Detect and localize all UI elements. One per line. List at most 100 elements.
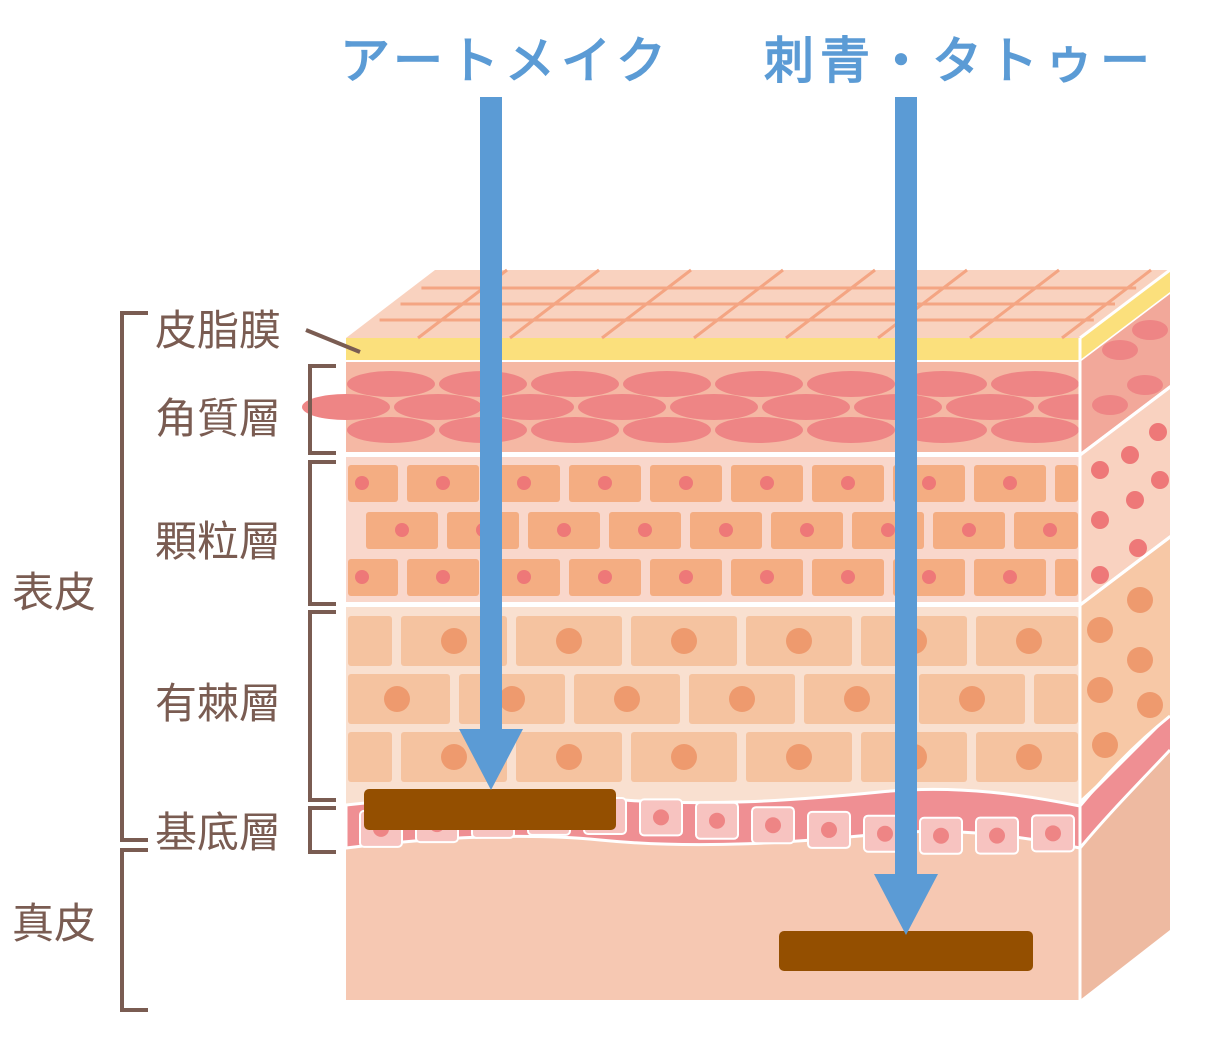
basale-label: 基底層 (155, 808, 281, 857)
corneum-cell (394, 394, 482, 420)
side-cell (1149, 423, 1167, 441)
granular-cell (1055, 559, 1078, 596)
side-cell (1132, 320, 1168, 340)
basal-nucleus (653, 809, 669, 826)
spinous-nucleus (729, 686, 755, 712)
corneum-cell (347, 417, 435, 443)
side-cell (1129, 539, 1147, 557)
sebum-pointer (305, 328, 361, 354)
granular-nucleus (436, 476, 450, 490)
sebum-label: 皮脂膜 (155, 306, 281, 355)
side-cell (1091, 511, 1109, 529)
spinous-cell (1034, 674, 1078, 724)
granulosum-bracket (308, 460, 336, 606)
corneum-cell (807, 371, 895, 397)
side-cell (1092, 732, 1118, 758)
spinous-nucleus (1016, 628, 1042, 654)
corneum-cell (670, 394, 758, 420)
side-face-cells (1087, 320, 1169, 758)
dermis-label: 真皮 (12, 899, 96, 948)
spinous-cell (348, 616, 392, 666)
granular-nucleus (922, 476, 936, 490)
granular-nucleus (1003, 570, 1017, 584)
spinous-nucleus (786, 628, 812, 654)
spinous-nucleus (786, 744, 812, 770)
granular-cell (348, 559, 398, 596)
granular-nucleus (841, 570, 855, 584)
granular-nucleus (598, 476, 612, 490)
corneum-cell (486, 394, 574, 420)
side-cell (1102, 340, 1138, 360)
corneum-cell (899, 417, 987, 443)
granular-nucleus (355, 570, 369, 584)
tattoo-pigment (779, 931, 1033, 971)
epidermis-label: 表皮 (12, 568, 96, 617)
skin-surface-grid (379, 268, 1152, 340)
granular-nucleus (1003, 476, 1017, 490)
corneum-cell (807, 417, 895, 443)
granular-nucleus (517, 570, 531, 584)
side-cell (1127, 647, 1153, 673)
corneum-cell (991, 371, 1079, 397)
spinous-nucleus (441, 744, 467, 770)
spinous-nucleus (556, 744, 582, 770)
corneum-cell (623, 371, 711, 397)
side-cell (1121, 446, 1139, 464)
side-dermis (1080, 750, 1170, 1000)
spinous-cell (348, 732, 392, 782)
spinosum-label: 有棘層 (155, 679, 281, 728)
corneum-cell (531, 417, 619, 443)
corneum-cell (991, 417, 1079, 443)
granular-nucleus (760, 476, 774, 490)
granular-nucleus (638, 523, 652, 537)
corneum-cell (715, 371, 803, 397)
spinous-nucleus (499, 686, 525, 712)
spinous-nucleus (614, 686, 640, 712)
granular-nucleus (881, 523, 895, 537)
side-cell (1091, 566, 1109, 584)
side-cell (1092, 395, 1128, 415)
granular-nucleus (922, 570, 936, 584)
spinous-nucleus (441, 628, 467, 654)
spinous-nucleus (384, 686, 410, 712)
corneum-cell (531, 371, 619, 397)
side-cell (1151, 471, 1169, 489)
spinous-nucleus (1016, 744, 1042, 770)
corneum-cell (762, 394, 850, 420)
basal-nucleus (765, 817, 781, 834)
spinous-nucleus (671, 744, 697, 770)
tattoo-title: 刺青・タトゥー (764, 32, 1156, 90)
corneum-bracket (308, 364, 336, 455)
side-cell (1126, 491, 1144, 509)
side-cell (1127, 587, 1153, 613)
corneum-cell (946, 394, 1034, 420)
basal-nucleus (1045, 825, 1061, 842)
corneum-cell (899, 371, 987, 397)
side-cell (1087, 677, 1113, 703)
art-make-arrow (459, 97, 523, 790)
basal-nucleus (877, 825, 893, 842)
spinous-nucleus (671, 628, 697, 654)
corneum-label: 角質層 (155, 394, 281, 443)
granular-nucleus (557, 523, 571, 537)
side-granulosum (1080, 389, 1170, 603)
granular-nucleus (598, 570, 612, 584)
corneum-cell (578, 394, 666, 420)
side-cell (1091, 461, 1109, 479)
dermis-layer (346, 831, 1080, 1000)
sebum-layer (346, 338, 1080, 360)
granular-cells (348, 465, 1078, 596)
basal-nucleus (933, 827, 949, 844)
basal-nucleus (989, 827, 1005, 844)
spinous-nucleus (844, 686, 870, 712)
granular-nucleus (719, 523, 733, 537)
granular-nucleus (436, 570, 450, 584)
corneum-cell (715, 417, 803, 443)
spinosum-bracket (308, 610, 336, 802)
granular-nucleus (841, 476, 855, 490)
dermis-bracket (120, 848, 148, 1012)
granular-nucleus (679, 570, 693, 584)
basale-bracket (308, 806, 336, 854)
tattoo-arrow (874, 97, 938, 935)
